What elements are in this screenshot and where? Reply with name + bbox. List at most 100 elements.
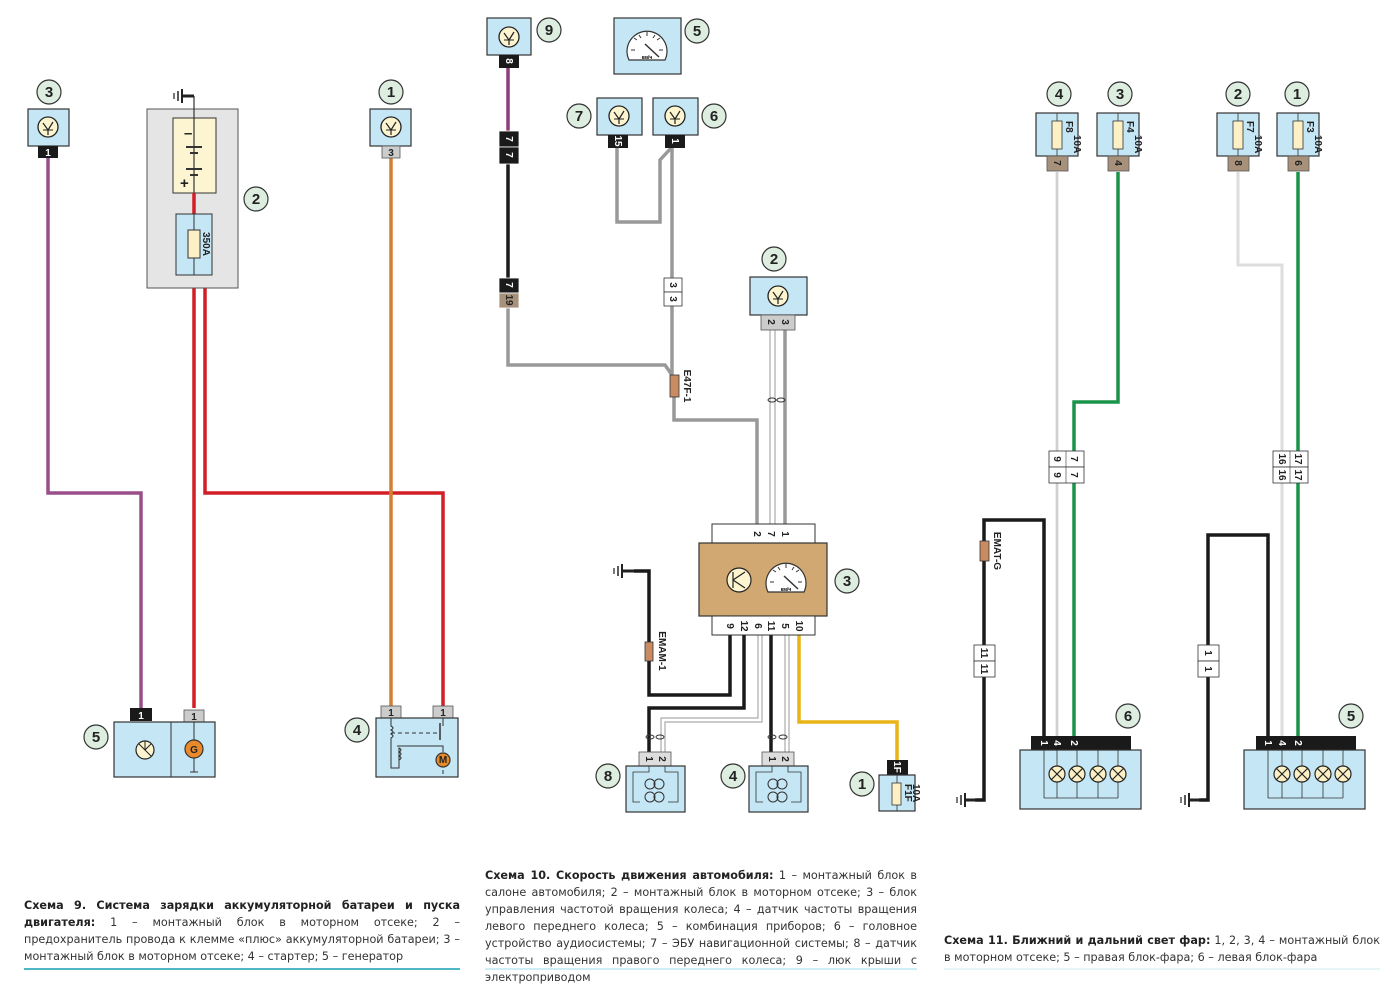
fuse-block-4[interactable]: F8 10A 7 [1035, 112, 1082, 172]
svg-text:5: 5 [693, 23, 701, 40]
audio-head-unit-6[interactable]: 1 [652, 97, 699, 148]
splice-emam-1 [644, 641, 654, 662]
svg-text:F4: F4 [1124, 121, 1135, 133]
svg-text:2: 2 [656, 756, 667, 762]
svg-text:4: 4 [353, 722, 362, 739]
svg-text:7: 7 [575, 108, 583, 125]
caption-divider [24, 968, 460, 970]
lamp-icon [1334, 765, 1352, 783]
svg-text:7: 7 [765, 531, 776, 537]
instrument-cluster-5[interactable]: км/ч [613, 17, 682, 75]
fuse-rating: 10A [910, 784, 921, 802]
caption-scheme-11: Схема 11. Ближний и дальний свет фар: 1,… [944, 932, 1380, 966]
lamp-icon [1293, 765, 1311, 783]
svg-text:9: 9 [724, 623, 735, 629]
svg-text:19: 19 [503, 294, 514, 306]
svg-text:1: 1 [387, 84, 395, 101]
navigation-ecu-7[interactable]: 15 [596, 97, 643, 148]
callout-3: 3 [834, 568, 860, 594]
left-wheel-speed-sensor-4[interactable]: 1 2 [748, 751, 809, 813]
transistor-icon [767, 285, 789, 307]
svg-text:3: 3 [667, 282, 678, 288]
motor-icon: M [435, 752, 451, 768]
battery-minus: – [184, 125, 192, 142]
svg-text:7: 7 [1068, 456, 1079, 462]
svg-text:2: 2 [765, 319, 776, 325]
svg-text:6: 6 [1292, 160, 1303, 166]
connector-7-7[interactable]: 7 7 [498, 130, 520, 165]
svg-text:3: 3 [779, 319, 790, 325]
svg-text:8: 8 [1232, 160, 1243, 166]
sunroof-9[interactable]: 8 [486, 17, 532, 68]
svg-text:11: 11 [978, 648, 989, 659]
cabin-fuse-block-1[interactable]: 1F F1F 10A [878, 760, 921, 812]
fuse-block-3[interactable]: F4 10A 4 [1096, 112, 1143, 172]
wire-green [1072, 172, 1120, 738]
lamp-icon [1273, 765, 1291, 783]
svg-text:2: 2 [779, 756, 790, 762]
mounting-block-3[interactable]: 1 [27, 108, 70, 159]
svg-text:10A: 10A [1132, 135, 1143, 153]
connector-7-19[interactable]: 7 19 [498, 277, 520, 309]
svg-text:7: 7 [503, 136, 514, 142]
caption-divider [944, 968, 1380, 970]
callout-7: 7 [566, 103, 592, 129]
right-headlamp-5[interactable]: 1 4 2 [1243, 736, 1366, 810]
svg-text:M: M [439, 755, 447, 766]
fuse-name: F1F [902, 784, 913, 802]
svg-text:F3: F3 [1304, 121, 1315, 133]
right-wheel-speed-sensor-8[interactable]: 1 2 [625, 751, 686, 813]
svg-text:9: 9 [1051, 456, 1062, 462]
wire-gray [506, 308, 674, 377]
fuse-rating: 350A [200, 232, 211, 256]
callout-2: 2 [243, 186, 269, 212]
callout-5: 5 [1338, 703, 1364, 729]
wire-black [1199, 533, 1270, 802]
wheel-speed-control-unit-3[interactable]: 2 7 1 км/ч 9 12 6 11 5 10 [698, 523, 828, 636]
callout-3: 3 [1107, 81, 1133, 107]
svg-text:2: 2 [1068, 740, 1079, 746]
connector-9-7[interactable]: 9 7 9 7 [1048, 450, 1085, 484]
connector-1-1[interactable]: 1 1 [1197, 644, 1220, 678]
connector-11-11[interactable]: 11 11 [973, 644, 996, 678]
transistor-icon [380, 116, 402, 138]
svg-text:7: 7 [1051, 160, 1062, 166]
svg-text:11: 11 [978, 664, 989, 675]
callout-1: 1 [849, 771, 875, 797]
svg-text:1: 1 [858, 776, 866, 793]
pin-label: 1 [440, 708, 446, 719]
starter-4[interactable]: 1 1 M [375, 705, 459, 778]
splice-e47f-1 [669, 374, 680, 398]
svg-text:7: 7 [503, 282, 514, 288]
svg-text:1: 1 [766, 756, 777, 762]
left-headlamp-6[interactable]: 1 4 2 [1019, 736, 1142, 810]
svg-text:км/ч: км/ч [642, 55, 653, 61]
wire-violet [46, 158, 143, 708]
fuse-block-2[interactable]: – + 350A [146, 87, 239, 289]
svg-text:2: 2 [770, 251, 778, 268]
callout-6: 6 [1115, 703, 1141, 729]
splice-emat-g [979, 540, 990, 562]
transistor-icon [608, 105, 630, 127]
mounting-block-1[interactable]: 3 [369, 108, 412, 159]
pin-label: 3 [388, 148, 394, 159]
connector-16-17[interactable]: 16 17 16 17 [1272, 450, 1309, 484]
connector-3-3[interactable]: 3 3 [663, 277, 683, 307]
fuse-block-1[interactable]: F3 10A 6 [1276, 112, 1323, 172]
generator-5[interactable]: 1 1 G [113, 708, 216, 778]
svg-text:G: G [190, 745, 198, 756]
svg-text:6: 6 [752, 623, 763, 629]
fuse-block-2[interactable]: F7 10A 8 [1216, 112, 1263, 172]
callout-4: 4 [344, 717, 370, 743]
wire-gray [615, 145, 674, 224]
mounting-block-2[interactable]: 2 3 [749, 276, 808, 331]
caption-scheme-10: Схема 10. Скорость движения автомобиля: … [485, 867, 917, 986]
caption-scheme-9: Схема 9. Система зарядки аккумуляторной … [24, 897, 460, 965]
svg-text:1: 1 [1262, 740, 1273, 746]
warning-lamp-icon [135, 740, 155, 760]
svg-text:4: 4 [1055, 86, 1064, 103]
twisted-pair-icon [767, 397, 786, 403]
svg-text:17: 17 [1292, 469, 1303, 481]
callout-1: 1 [378, 79, 404, 105]
svg-text:1: 1 [643, 756, 654, 762]
